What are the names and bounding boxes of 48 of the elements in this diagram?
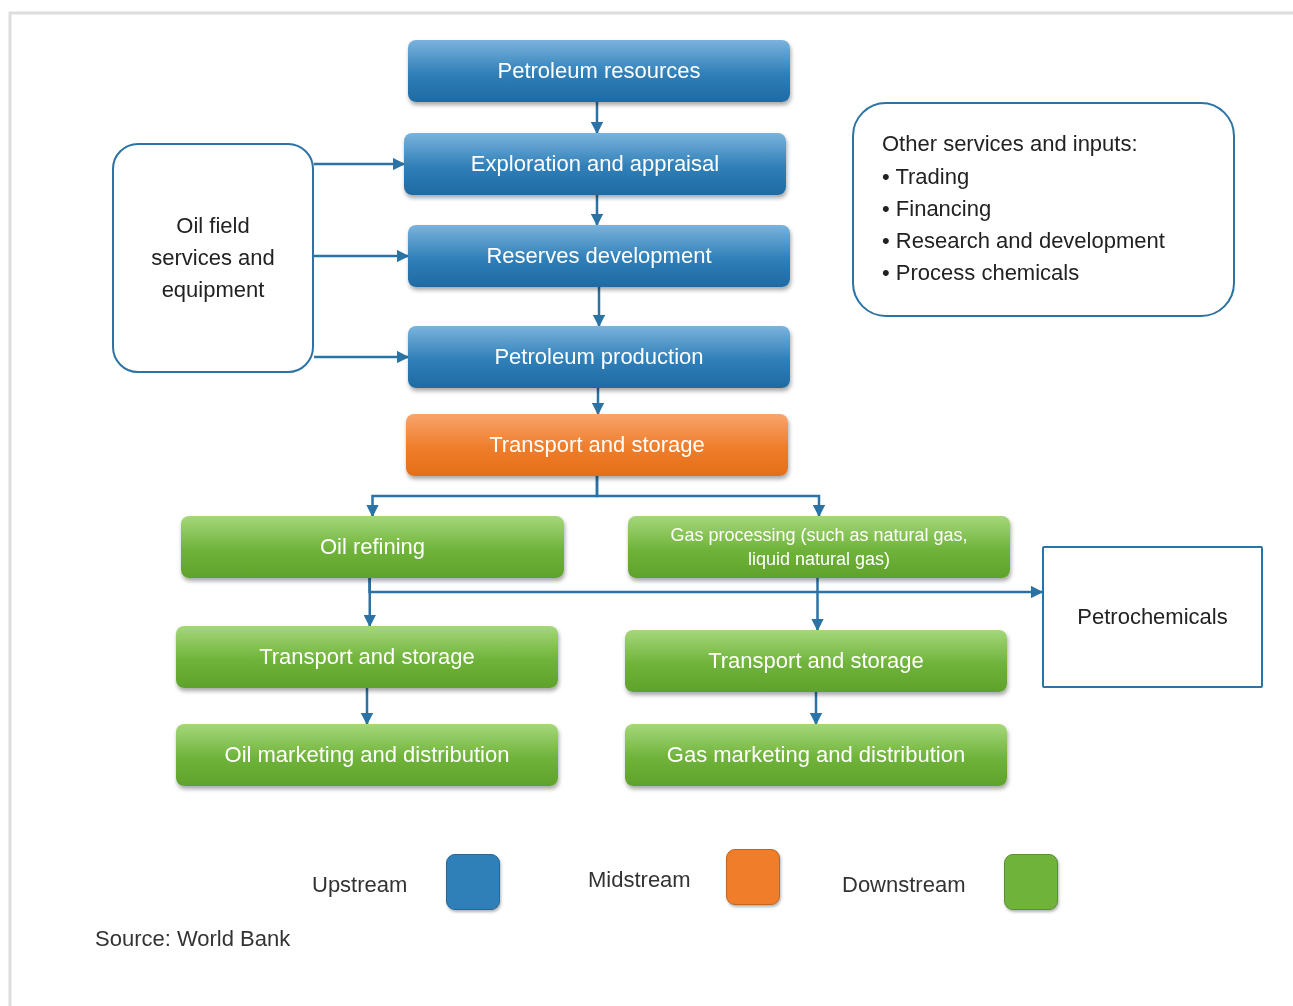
legend-label: Midstream	[588, 867, 691, 893]
list-item: • Financing	[882, 194, 993, 223]
node-label: Oil field services and equipment	[150, 212, 276, 304]
arrow	[590, 102, 604, 135]
arrow	[360, 688, 374, 726]
arrow	[314, 157, 406, 171]
process-box	[176, 626, 558, 688]
arrow	[809, 692, 823, 726]
node-label: Gas marketing and distribution	[666, 741, 966, 769]
rounded-box	[112, 143, 314, 373]
arrow	[595, 476, 826, 518]
process-box	[406, 414, 788, 476]
arrow	[314, 350, 410, 364]
arrow	[811, 578, 824, 632]
arrow	[592, 287, 606, 328]
list-item: • Trading	[882, 162, 971, 191]
legend-label: Downstream	[842, 872, 966, 898]
rounded-box	[1042, 546, 1263, 688]
process-box	[408, 40, 790, 102]
node-label: Gas processing (such as natural gas, liquid natural gas)	[669, 524, 969, 571]
list-item: • Process chemicals	[882, 258, 1081, 287]
process-box	[408, 326, 790, 388]
process-box	[625, 724, 1007, 786]
node-label: Petroleum production	[494, 343, 704, 371]
list-heading: Other services and inputs:	[882, 130, 1138, 157]
source-note: Source: World Bank	[95, 926, 291, 952]
node-label: Oil marketing and distribution	[224, 741, 510, 769]
process-box	[408, 225, 790, 287]
legend-label: Upstream	[312, 872, 408, 898]
node-label: Transport and storage	[489, 431, 705, 459]
process-box	[628, 516, 1010, 578]
node-label: Petrochemicals	[1077, 603, 1228, 631]
process-box	[625, 630, 1007, 692]
node-label: Transport and storage	[259, 643, 475, 671]
node-label: Transport and storage	[708, 647, 924, 675]
process-box	[404, 133, 786, 195]
process-box	[176, 724, 558, 786]
arrow	[314, 249, 410, 263]
node-label: Petroleum resources	[497, 57, 701, 85]
arrow	[368, 578, 1044, 599]
rounded-box	[852, 102, 1235, 317]
list-item: • Research and development	[882, 226, 1165, 255]
node-label: Reserves development	[486, 242, 712, 270]
node-label: Exploration and appraisal	[470, 150, 720, 178]
node-label: Oil refining	[319, 533, 426, 561]
arrow	[591, 388, 605, 416]
arrow	[590, 195, 604, 227]
process-box	[181, 516, 564, 578]
